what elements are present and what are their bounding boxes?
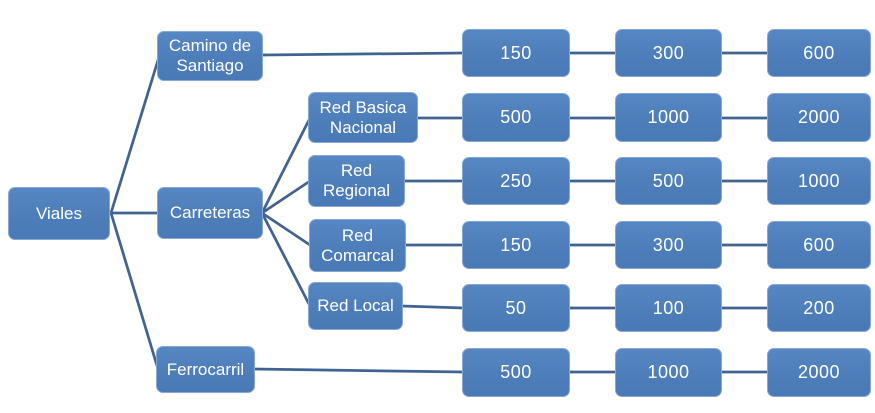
value-node: 600 [767, 29, 871, 77]
node-red-regional: Red Regional [308, 155, 405, 207]
value-node: 200 [767, 284, 871, 332]
connector-line [401, 304, 465, 310]
node-camino-de-santiago: Camino de Santiago [157, 31, 263, 81]
value-node: 1000 [615, 93, 722, 142]
connector-line [261, 211, 311, 247]
value-node: 500 [615, 157, 722, 205]
node-red-basica-nacional: Red Basica Nacional [308, 92, 418, 143]
value-node: 1000 [615, 348, 722, 397]
value-node: 1000 [767, 157, 871, 205]
node-viales: Viales [8, 187, 110, 240]
node-red-local: Red Local [308, 282, 403, 330]
value-node: 500 [462, 348, 570, 397]
connector-line [261, 51, 465, 57]
node-carreteras: Carreteras [157, 187, 263, 239]
value-node: 300 [615, 221, 722, 269]
value-node: 600 [767, 221, 871, 269]
connector-line [109, 56, 161, 214]
connector-line [260, 212, 312, 307]
connector-line [253, 367, 465, 374]
node-red-comarcal: Red Comarcal [309, 219, 406, 272]
value-node: 300 [615, 29, 722, 77]
value-node: 100 [615, 284, 722, 332]
connector-line [109, 212, 160, 370]
node-ferrocarril: Ferrocarril [156, 346, 255, 393]
value-node: 500 [462, 93, 570, 142]
value-node: 2000 [767, 348, 871, 397]
value-node: 50 [462, 284, 570, 332]
value-node: 150 [462, 29, 570, 77]
value-node: 150 [462, 221, 570, 269]
value-node: 250 [462, 157, 570, 205]
connector-line [260, 117, 312, 214]
value-node: 2000 [767, 93, 871, 142]
connector-line [261, 179, 311, 215]
